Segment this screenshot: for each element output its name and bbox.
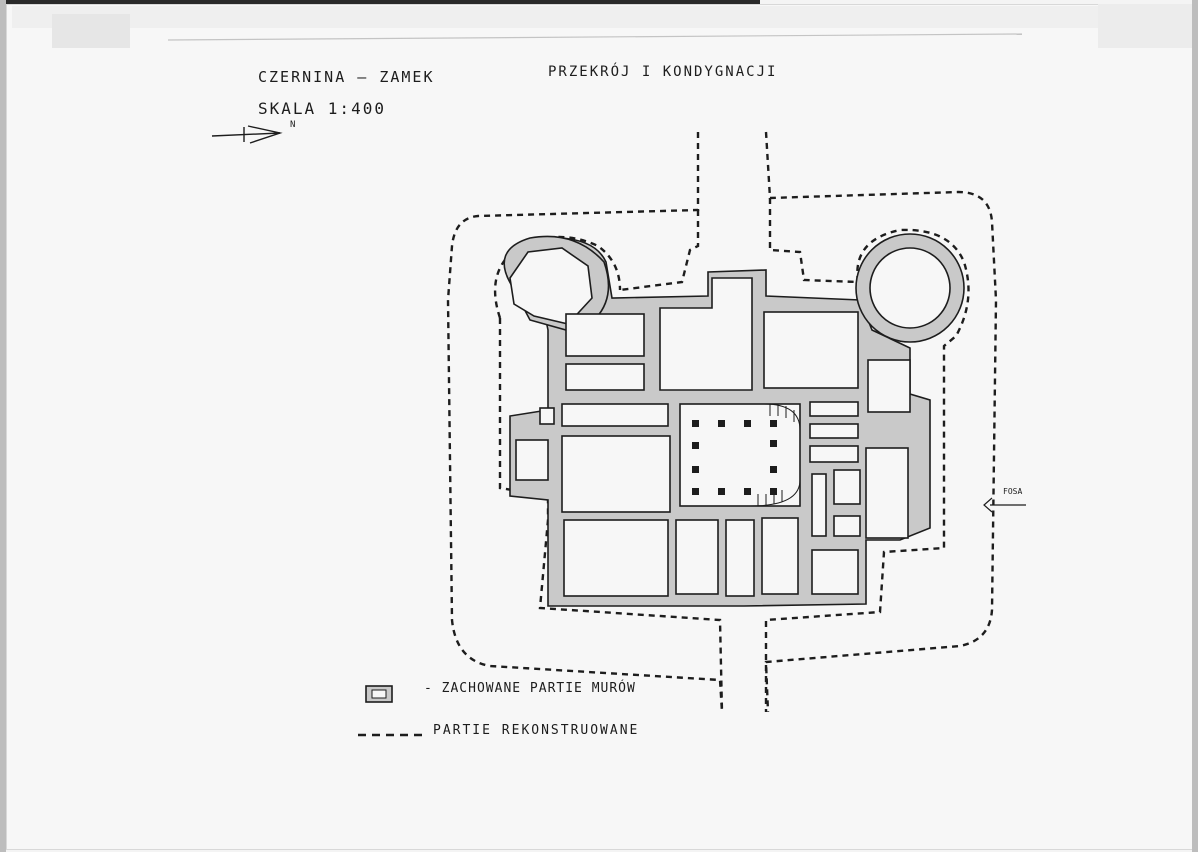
north-label: N	[290, 120, 296, 130]
moat-label: FOSA	[1003, 487, 1023, 496]
rooms	[515, 277, 911, 597]
north-arrow	[211, 125, 283, 144]
stairs	[749, 403, 801, 507]
hall-pillars	[692, 420, 777, 495]
legend-preserved-text: - ZACHOWANE PARTIE MURÓW	[424, 681, 636, 696]
legend-marks	[358, 685, 424, 737]
moat-arrow	[983, 497, 1026, 513]
scale-label: SKALA 1:400	[258, 99, 386, 118]
section-title: PRZEKRÓJ I KONDYGNACJI	[548, 64, 778, 80]
document-title: CZERNINA – ZAMEK	[258, 68, 435, 86]
legend-reconstructed-text: PARTIE REKONSTRUOWANE	[433, 723, 640, 738]
